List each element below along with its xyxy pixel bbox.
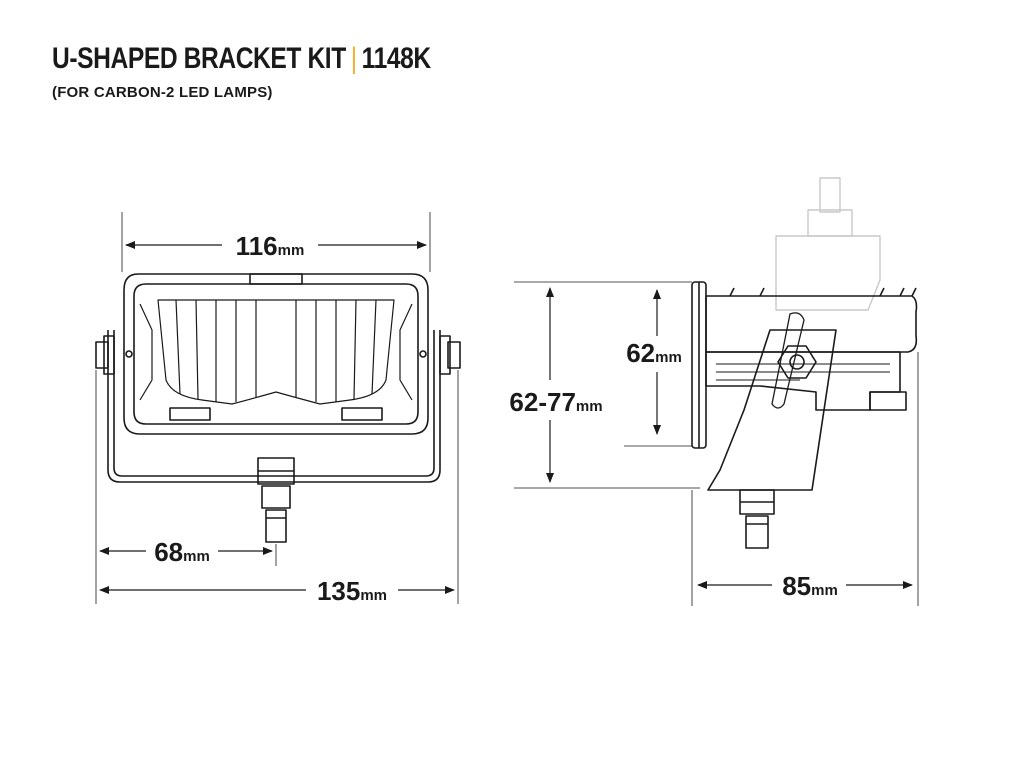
page-title: U-SHAPED BRACKET KIT|1148K [52, 42, 431, 76]
u-bracket [107, 330, 441, 483]
side-dimensions [514, 281, 919, 606]
side-bolt-left [95, 335, 115, 375]
side-bottom-stud [739, 489, 775, 549]
dim-85-label: 85mm [782, 571, 838, 601]
title-separator: | [350, 42, 357, 75]
side-view [691, 281, 918, 549]
page-subtitle: (FOR CARBON-2 LED LAMPS) [52, 84, 273, 101]
side-housing [705, 287, 918, 411]
front-dimensions [95, 212, 459, 604]
side-bezel [691, 281, 707, 449]
dim-62-label: 62mm [626, 338, 682, 368]
lamp-lens [139, 299, 413, 405]
side-view-ghost-bracket [775, 177, 881, 311]
dim-116-label: 116mm [236, 231, 305, 261]
lamp-housing [123, 273, 429, 435]
title-code: 1148K [361, 42, 431, 75]
dim-62-77-label: 62-77mm [509, 387, 602, 417]
dim-68-label: 68mm [154, 537, 210, 567]
side-bolt-right [439, 335, 461, 375]
title-main: U-SHAPED BRACKET KIT [52, 42, 346, 75]
front-view [95, 273, 461, 543]
bottom-stud [257, 457, 295, 543]
side-bracket-arm [707, 312, 837, 491]
dim-135-label: 135mm [317, 576, 387, 606]
adjustment-knob [777, 345, 817, 379]
